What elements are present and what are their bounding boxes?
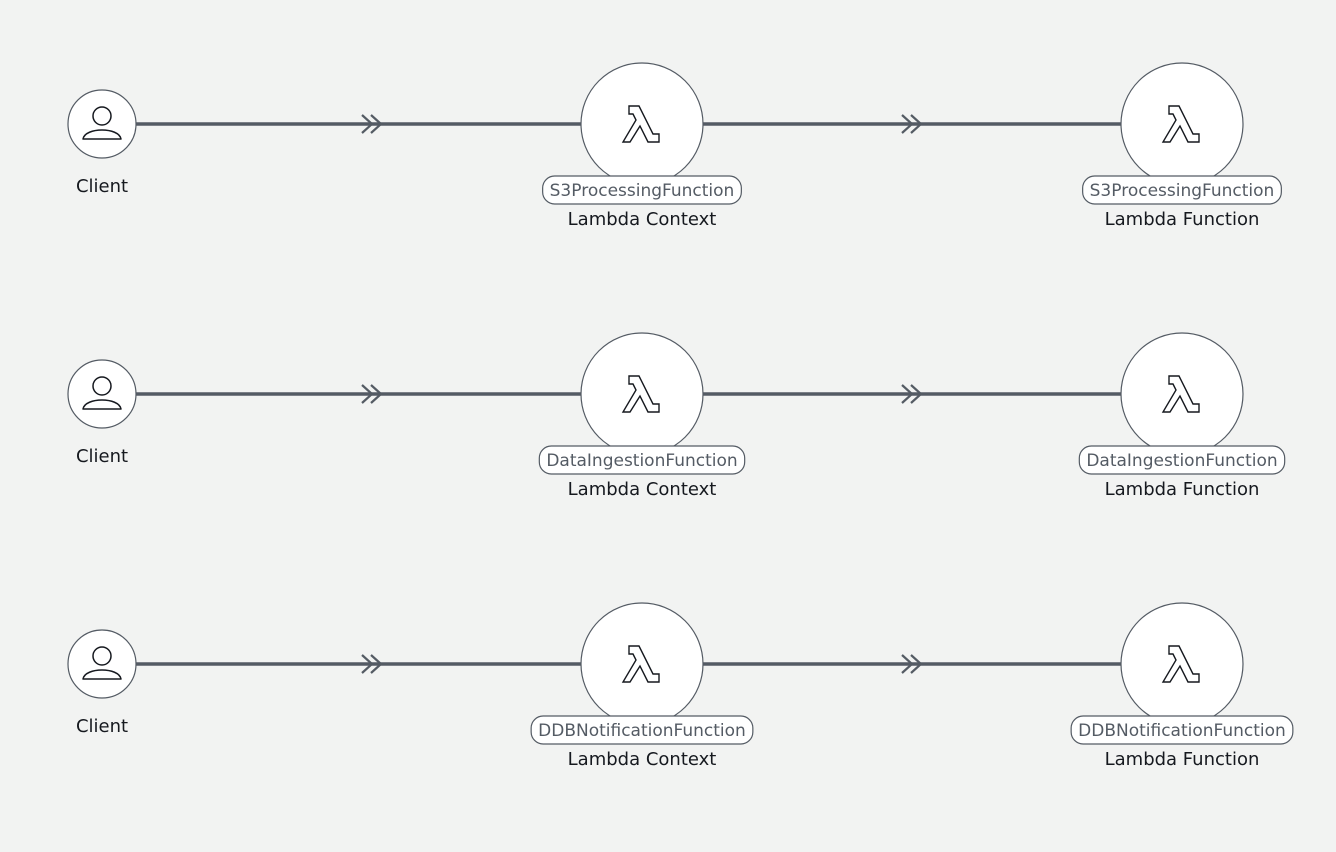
context-name-pill-text: DDBNotificationFunction	[538, 721, 746, 741]
context-name-pill[interactable]: DDBNotificationFunction	[530, 715, 754, 745]
client-label: Client	[76, 716, 128, 737]
context-name-pill-text: S3ProcessingFunction	[550, 181, 735, 201]
function-name-pill-text: S3ProcessingFunction	[1090, 181, 1275, 201]
context-name-pill[interactable]: DataIngestionFunction	[538, 445, 746, 475]
function-name-pill[interactable]: DDBNotificationFunction	[1070, 715, 1294, 745]
lambda-icon	[621, 375, 660, 413]
function-name-pill-text: DDBNotificationFunction	[1078, 721, 1286, 741]
context-type-label: Lambda Context	[568, 209, 717, 230]
user-icon	[82, 646, 122, 680]
edge-arrow-chevrons	[361, 384, 383, 404]
context-name-pill-text: DataIngestionFunction	[546, 451, 737, 471]
user-icon	[82, 106, 122, 140]
function-type-label: Lambda Function	[1105, 479, 1260, 500]
function-name-pill[interactable]: DataIngestionFunction	[1078, 445, 1286, 475]
edge-arrow-chevrons	[361, 114, 383, 134]
context-type-label: Lambda Context	[568, 479, 717, 500]
lambda-icon	[621, 645, 660, 683]
function-type-label: Lambda Function	[1105, 209, 1260, 230]
function-name-pill[interactable]: S3ProcessingFunction	[1082, 175, 1282, 205]
function-name-pill-text: DataIngestionFunction	[1086, 451, 1277, 471]
lambda-icon	[1161, 645, 1200, 683]
edge-arrow-chevrons	[361, 654, 383, 674]
context-type-label: Lambda Context	[568, 749, 717, 770]
client-label: Client	[76, 176, 128, 197]
lambda-icon	[621, 105, 660, 143]
client-node[interactable]: Client	[67, 89, 137, 197]
edge-arrow-chevrons	[901, 654, 923, 674]
edge-arrow-chevrons	[901, 384, 923, 404]
lambda-icon	[1161, 105, 1200, 143]
lambda-icon	[1161, 375, 1200, 413]
context-name-pill[interactable]: S3ProcessingFunction	[542, 175, 742, 205]
user-icon	[82, 376, 122, 410]
client-label: Client	[76, 446, 128, 467]
function-type-label: Lambda Function	[1105, 749, 1260, 770]
client-node[interactable]: Client	[67, 629, 137, 737]
client-node[interactable]: Client	[67, 359, 137, 467]
edge-arrow-chevrons	[901, 114, 923, 134]
